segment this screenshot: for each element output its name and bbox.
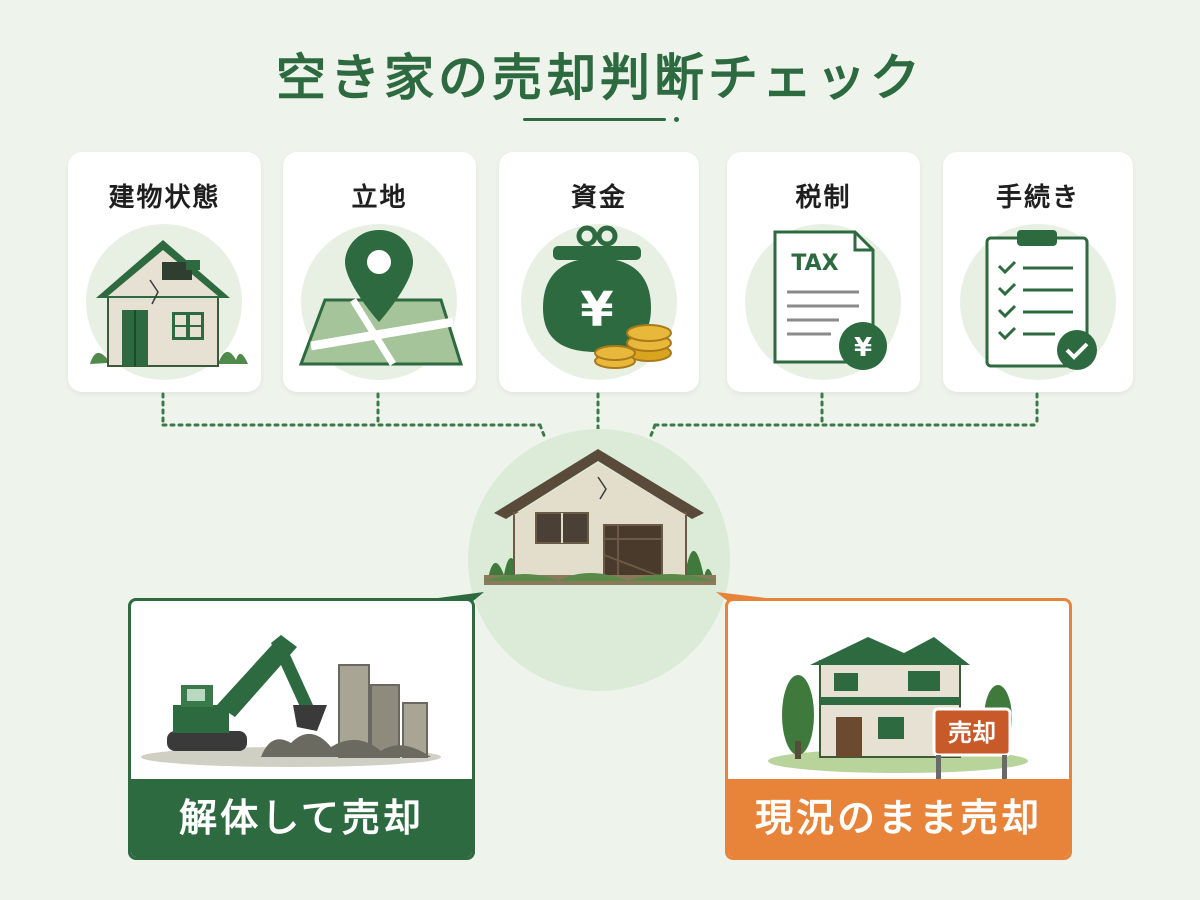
page-title: 空き家の売却判断チェック: [276, 49, 924, 107]
svg-text:¥: ¥: [580, 282, 613, 338]
svg-text:TAX: TAX: [791, 251, 838, 276]
factor-label: 手続き: [995, 183, 1080, 213]
outcome-label: 解体して売却: [131, 779, 472, 857]
factor-label: 建物状態: [108, 183, 221, 213]
house-for-sale-icon: 売却: [768, 637, 1028, 785]
for-sale-sign-text: 売却: [948, 719, 996, 747]
factor-card-procedures: 手続き: [943, 152, 1133, 392]
excavator-demolition-icon: [141, 635, 441, 767]
checklist-clipboard-icon: [960, 224, 1116, 380]
factor-card-tax: 税制 TAX ¥: [727, 152, 920, 392]
factor-label: 資金: [570, 183, 627, 213]
factor-label: 立地: [351, 183, 408, 213]
outcome-demolish: 解体して売却: [128, 598, 475, 860]
outcome-as-is: 売却 現況のまま売却: [725, 598, 1072, 860]
factor-card-location: 立地: [283, 152, 476, 392]
factor-card-funds: 資金 ¥: [499, 152, 699, 392]
outcome-label: 現況のまま売却: [728, 779, 1069, 857]
damaged-house-icon: [86, 224, 248, 380]
factor-card-building: 建物状態: [68, 152, 261, 392]
coin-purse-yen-icon: ¥: [521, 224, 677, 380]
svg-text:¥: ¥: [854, 333, 872, 363]
title-underline-dot: [674, 117, 679, 122]
factor-label: 税制: [795, 183, 852, 213]
center-vacant-house: [468, 429, 730, 691]
title-underline: [523, 118, 666, 121]
map-pin-icon: [298, 224, 464, 380]
tax-document-icon: TAX ¥: [745, 224, 901, 380]
vacant-house-icon: [484, 449, 716, 585]
